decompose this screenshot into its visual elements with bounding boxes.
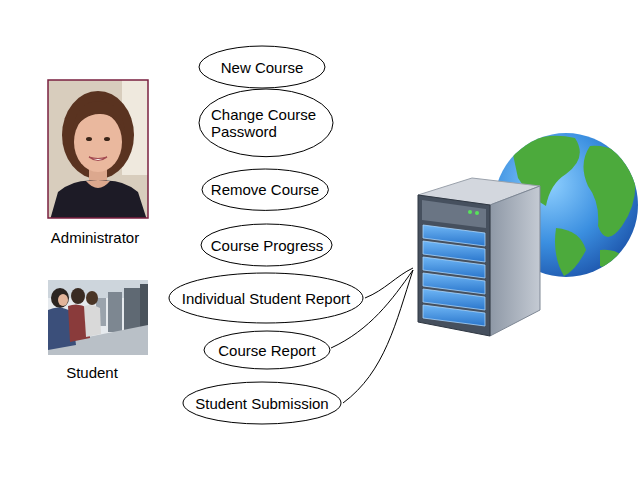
use-case-ellipse: Change Course Password — [198, 88, 334, 158]
eye — [104, 137, 110, 141]
use-case-ellipse: Student Submission — [182, 381, 342, 425]
use-case-text: Remove Course — [211, 181, 319, 198]
administrator-photo — [48, 80, 148, 218]
use-case-text: Individual Student Report — [182, 290, 350, 307]
continent — [555, 228, 586, 276]
server-led — [468, 210, 472, 214]
monitor — [108, 292, 122, 332]
server-front — [418, 195, 490, 336]
ellipse-shape — [201, 224, 332, 266]
ellipse-shape — [169, 273, 363, 323]
student-head — [71, 288, 85, 304]
student-head — [51, 288, 69, 308]
use-case-ellipse: Individual Student Report — [168, 272, 364, 324]
smile — [89, 157, 107, 161]
continent — [583, 146, 635, 237]
student-face — [58, 294, 68, 306]
use-case-text: New Course — [221, 59, 304, 76]
ellipse-shape — [204, 331, 330, 369]
photo-background — [48, 280, 148, 355]
continent — [600, 250, 626, 269]
use-case-ellipse: Remove Course — [201, 168, 329, 211]
use-case-ellipse: New Course — [198, 45, 326, 89]
dark-top — [50, 180, 147, 218]
eye — [86, 137, 92, 141]
student-photo — [48, 280, 148, 355]
use-case-text: Course Progress — [211, 237, 324, 254]
server-side — [490, 186, 540, 336]
ellipse-shape — [202, 169, 328, 210]
student-body — [84, 305, 101, 337]
ellipse-shape — [199, 46, 325, 88]
use-case-text: Change Course Password — [211, 106, 321, 140]
drive-bay — [423, 305, 485, 326]
use-case-text: Student Submission — [195, 395, 328, 412]
fringe — [72, 101, 125, 132]
actor-label: Student — [66, 364, 118, 381]
use-case-ellipse: Course Report — [203, 330, 331, 370]
student-head — [86, 291, 98, 305]
use-case-text: Course Report — [218, 342, 316, 359]
ellipse-shape — [199, 89, 333, 157]
collar — [86, 181, 110, 188]
photo-frame — [48, 80, 148, 218]
hair — [62, 91, 134, 179]
server-display — [422, 200, 486, 228]
use-case-ellipse: Course Progress — [200, 223, 333, 267]
ellipse-shape — [183, 382, 341, 424]
server-led — [475, 211, 479, 215]
actor-label: Administrator — [51, 229, 139, 246]
server-icon — [418, 178, 540, 336]
